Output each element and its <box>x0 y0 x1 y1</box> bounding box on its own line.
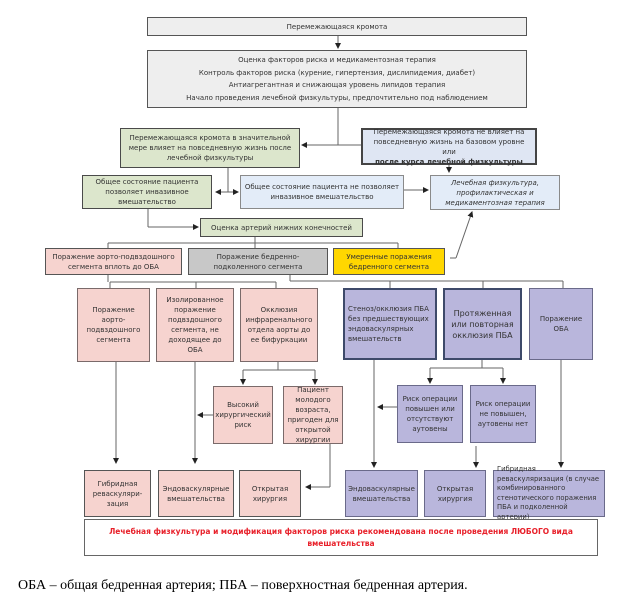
not-affects-life-box: Перемежающаяся кромота не влияет на повс… <box>361 127 537 166</box>
moderate-femoral-box: Умеренные поражения бедренного сегмента <box>333 248 445 275</box>
affects-life-label: Перемежающаяся кромота в значительной ме… <box>128 134 292 162</box>
allows-invasive-label: Общее состояние пациента позволяет инваз… <box>95 178 199 206</box>
final-recommendation-label: Лечебная физкультура и модификация факто… <box>109 526 573 548</box>
artery-assessment-box: Оценка артерий нижних конечностей <box>200 218 363 237</box>
sfa-stenosis-box: Стеноз/окклюзия ПБА без предшествующих э… <box>343 288 437 360</box>
cfa-lesion-box: Поражение ОБА <box>529 288 593 360</box>
aortoiliac-segment-box: Поражение аорто-подвздошного сегмента вп… <box>45 248 182 275</box>
artery-assessment-label: Оценка артерий нижних конечностей <box>211 223 352 232</box>
not-affects-life-label: Перемежающаяся кромота не влияет на повс… <box>373 127 525 156</box>
sfa-occlusion-label: Протяженная или повторная окклюзия ПБА <box>451 308 514 340</box>
open-surgery-right-label: Открытая хирургия <box>436 484 474 503</box>
open-surgery-right-box: Открытая хирургия <box>424 470 486 517</box>
young-patient-box: Пациент молодого возраста, пригоден для … <box>283 386 343 444</box>
isolated-iliac-label: Изолированное поражение подвздошного сег… <box>166 296 224 354</box>
femoropopliteal-segment-box: Поражение бедренно-подколенного сегмента <box>188 248 328 275</box>
assessment-line: Антиагрегантная и снижающая уровень липи… <box>228 81 446 89</box>
young-patient-label: Пациент молодого возраста, пригоден для … <box>287 386 339 444</box>
hybrid-revasc-right-box: Гибридная реваскуляризация (в случае ком… <box>493 465 605 521</box>
not-affects-life-bold: после курса лечебной физкультуры <box>375 157 523 166</box>
assessment-box: Оценка факторов риска и медикаментозная … <box>147 50 527 108</box>
not-allows-invasive-box: Общее состояние пациента не позволяет ин… <box>240 175 404 209</box>
open-surgery-left-label: Открытая хирургия <box>251 484 289 503</box>
high-operation-risk-box: Риск операции повышен или отсутствуют ау… <box>397 385 463 443</box>
high-surgical-risk-label: Высокий хирургический риск <box>215 401 271 429</box>
femoropopliteal-segment-label: Поражение бедренно-подколенного сегмента <box>213 252 303 271</box>
endovascular-right-label: Эндоваскулярные вмешательства <box>348 484 415 503</box>
high-operation-risk-label: Риск операции повышен или отсутствуют ау… <box>402 395 458 433</box>
affects-life-box: Перемежающаяся кромота в значительной ме… <box>120 128 300 168</box>
conservative-therapy-box: Лечебная физкультура, профилактическая и… <box>430 175 560 210</box>
assessment-line: Оценка факторов риска и медикаментозная … <box>238 56 436 64</box>
open-surgery-left-box: Открытая хирургия <box>239 470 301 517</box>
aorta-occlusion-label: Окклюзия инфраренального отдела аорты до… <box>245 306 313 344</box>
aortoiliac-lesion-label: Поражение аорто-подвздошного сегмента <box>86 306 141 344</box>
final-recommendation-box: Лечебная физкультура и модификация факто… <box>84 519 598 556</box>
low-operation-risk-label: Риск операции не повышен, аутовены нет <box>475 400 531 428</box>
high-surgical-risk-box: Высокий хирургический риск <box>213 386 273 444</box>
allows-invasive-box: Общее состояние пациента позволяет инваз… <box>82 175 212 209</box>
conservative-therapy-label: Лечебная физкультура, профилактическая и… <box>445 178 545 207</box>
aortoiliac-segment-label: Поражение аорто-подвздошного сегмента вп… <box>52 252 175 271</box>
arrow-moderate-to-conservative <box>455 211 474 259</box>
aorta-occlusion-box: Окклюзия инфраренального отдела аорты до… <box>240 288 318 362</box>
intermittent-claudication-box: Перемежающаяся кромота <box>147 17 527 36</box>
hybrid-revasc-left-box: Гибридная реваскуляри-зация <box>84 470 151 517</box>
moderate-femoral-label: Умеренные поражения бедренного сегмента <box>346 252 432 271</box>
cfa-lesion-label: Поражение ОБА <box>539 315 583 333</box>
sfa-stenosis-label: Стеноз/окклюзия ПБА без предшествующих э… <box>348 305 429 343</box>
intermittent-claudication-label: Перемежающаяся кромота <box>286 22 388 31</box>
sfa-occlusion-box: Протяженная или повторная окклюзия ПБА <box>443 288 522 360</box>
abbreviations-caption: ОБА – общая бедренная артерия; ПБА – пов… <box>18 578 468 593</box>
isolated-iliac-box: Изолированное поражение подвздошного сег… <box>156 288 234 362</box>
endovascular-right-box: Эндоваскулярные вмешательства <box>345 470 418 517</box>
hybrid-revasc-left-label: Гибридная реваскуляри-зация <box>92 479 143 508</box>
not-allows-invasive-label: Общее состояние пациента не позволяет ин… <box>244 183 400 201</box>
assessment-line: Контроль факторов риска (курение, гиперт… <box>198 68 476 77</box>
aortoiliac-lesion-box: Поражение аорто-подвздошного сегмента <box>77 288 150 362</box>
assessment-line: Начало проведения лечебной физкультуры, … <box>186 93 488 102</box>
hybrid-revasc-right-label: Гибридная реваскуляризация (в случае ком… <box>497 465 600 521</box>
low-operation-risk-box: Риск операции не повышен, аутовены нет <box>470 385 536 443</box>
endovascular-left-box: Эндоваскулярные вмешательства <box>158 470 234 517</box>
endovascular-left-label: Эндоваскулярные вмешательства <box>162 484 230 503</box>
